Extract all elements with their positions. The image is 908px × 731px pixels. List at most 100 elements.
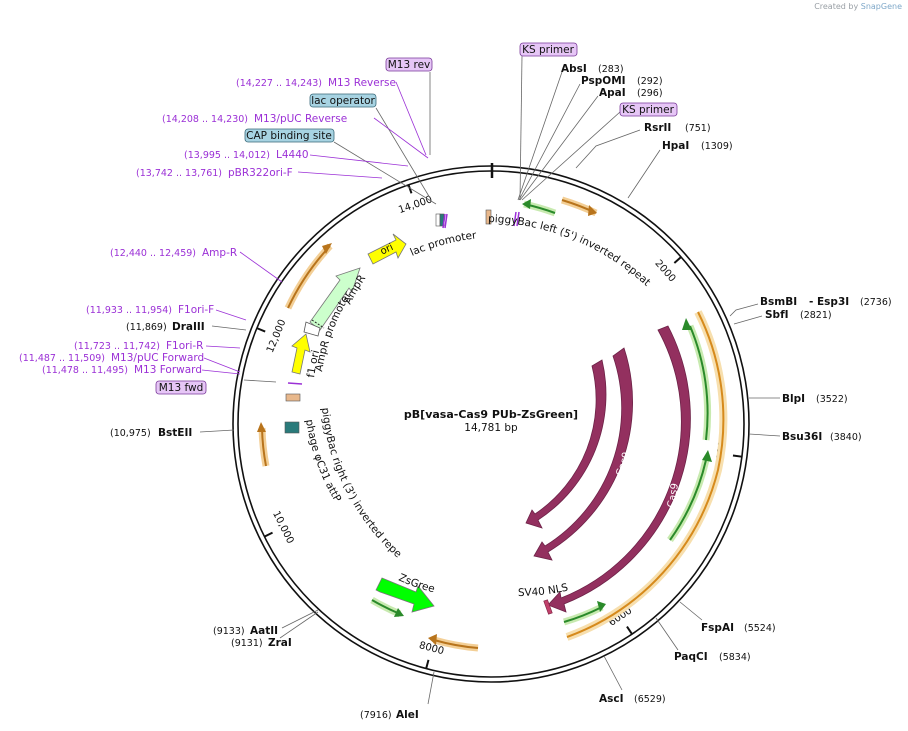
leader-paqci <box>655 617 679 651</box>
m13-fwd-box <box>155 380 207 395</box>
tick-mark <box>673 256 682 264</box>
enzyme-sbfi-pos: (2821) <box>800 310 832 321</box>
enzyme-hpai: HpaI <box>662 140 689 152</box>
tick-mark <box>626 626 633 635</box>
enzyme-alei-pos: (7916) <box>360 710 392 721</box>
orf-right-green-1 <box>689 325 709 441</box>
m13-fwd-label: M13 fwd <box>159 382 204 394</box>
leader-f1ori-f <box>215 309 247 321</box>
leader-hpai <box>627 149 661 199</box>
primer-mark-2 <box>444 213 448 229</box>
orf-top-1-head <box>588 205 597 216</box>
boxed-labels: M13 rev KS primer KS primer lac operator… <box>155 42 678 395</box>
leader-lines <box>199 55 781 705</box>
enzyme-paqci: PaqCI <box>674 651 708 663</box>
leader-m13puc-forward <box>203 357 241 373</box>
lac-promoter-label: lac promoter <box>408 229 477 258</box>
primer-labels: (14,227 .. 14,243) M13 Reverse (14,208 .… <box>19 77 396 376</box>
orf-arrows <box>257 196 728 652</box>
leader-lac-operator <box>375 107 431 199</box>
cas9-label-outer: Cas9 <box>666 482 681 508</box>
piggybac-left-label-path: piggyBac left (5') inverted repeat <box>488 213 653 289</box>
zsgreen-label-path: ZsGreen <box>0 0 436 595</box>
ori-label: ori <box>379 242 395 257</box>
enzyme-apai-pos: (296) <box>637 88 663 99</box>
primer-range-l4440: (13,995 .. 14,012) <box>184 150 270 161</box>
ks-primer-box-1 <box>519 42 578 57</box>
tick-mark <box>407 184 413 194</box>
leader-ks-primer-top <box>519 55 523 201</box>
ks-primer-label-2: KS primer <box>622 104 674 116</box>
leader-ks-primer-2 <box>521 111 621 201</box>
primer-mark-3 <box>513 211 517 227</box>
enzyme-sbfi: SbfI <box>765 309 789 321</box>
plasmid-size: 14,781 bp <box>464 422 518 434</box>
leader-aatii <box>281 609 319 629</box>
ampr-promoter-shape <box>303 321 321 337</box>
cas9-arrows: Cas9 Cas9 Cas9 <box>525 325 691 613</box>
piggybac-left-shape <box>485 209 492 225</box>
sv40-nls-shape <box>543 599 553 615</box>
leader-absi <box>517 71 563 201</box>
orf-right-green-2 <box>669 459 707 541</box>
primer-range-m13-reverse: (14,227 .. 14,243) <box>236 78 322 89</box>
leader-amp-r <box>239 251 283 283</box>
enzyme-paqci-pos: (5834) <box>719 652 751 663</box>
leader-bstEII <box>199 429 235 433</box>
piggybac-right-shape <box>285 393 301 402</box>
f1ori-arrow <box>291 333 311 375</box>
enzyme-rsrii-pos: (751) <box>685 123 711 134</box>
enzyme-fspai-pos: (5524) <box>744 623 776 634</box>
tick-mark <box>264 531 273 538</box>
leader-m13-forward <box>201 369 241 375</box>
orf-left-bottom-head <box>257 422 266 432</box>
ori-arrow <box>367 233 407 265</box>
leader-m13-reverse <box>395 81 427 156</box>
lac-promoter-shape <box>435 213 441 227</box>
orf-right-green-1-head <box>682 318 692 330</box>
primer-mark-1 <box>442 213 446 229</box>
leader-l4440 <box>309 154 409 167</box>
ks-primer-label-1: KS primer <box>522 44 574 56</box>
credit-prefix: Created by <box>814 2 859 11</box>
primer-range-pbr322ori: (13,742 .. 13,761) <box>136 168 222 179</box>
leader-fspai <box>679 601 703 621</box>
cap-binding-box <box>244 128 335 143</box>
enzyme-blpi: BlpI <box>782 393 805 405</box>
primer-range-f1ori-r: (11,723 .. 11,742) <box>74 341 160 352</box>
primer-name-l4440: L4440 <box>276 149 309 161</box>
enzyme-bsteii-pos: (10,975) <box>110 428 151 439</box>
primer-name-m13-reverse: M13 Reverse <box>328 77 396 89</box>
primer-leaders <box>201 81 429 375</box>
enzyme-asci-pos: (6529) <box>634 694 666 705</box>
enzyme-apai: ApaI <box>599 87 626 99</box>
leader-f1ori-r <box>205 345 241 349</box>
leader-bsmbi <box>729 303 759 317</box>
leader-rsrii <box>575 129 641 169</box>
leader-pbr322ori <box>297 171 383 179</box>
enzyme-fspai: FspAI <box>701 622 734 634</box>
lac-promoter-label-path: lac promoter <box>408 229 477 258</box>
cas9-arrow-inner <box>525 359 607 529</box>
primer-name-m13puc-forward: M13/pUC Forward <box>111 352 204 364</box>
enzyme-zrai-pos: (9131) <box>231 638 263 649</box>
orf-left-top-halo <box>284 243 333 310</box>
leader-alei <box>427 671 435 705</box>
zsgreen-arrow <box>375 577 435 613</box>
lac-operator-box <box>309 93 377 108</box>
orf-right-green-2-head <box>702 450 712 462</box>
primer-name-m13puc-reverse: M13/pUC Reverse <box>254 113 347 125</box>
tick-label: 12,000 <box>265 318 288 355</box>
orf-left-top-head <box>322 243 332 254</box>
feature-shapes: ori <box>284 209 553 615</box>
primer-mark-4 <box>516 211 520 227</box>
lac-operator-label: lac operator <box>311 95 375 107</box>
enzyme-aatii: AatII <box>250 625 278 637</box>
primer-name-amp-r: Amp-R <box>202 247 237 259</box>
ks-primer-box-2 <box>619 102 678 117</box>
tick-mark <box>425 659 430 669</box>
ampr-dash <box>311 319 325 329</box>
tick-mark <box>732 454 743 458</box>
enzyme-hpai-pos: (1309) <box>701 141 733 152</box>
enzyme-alei: AleI <box>396 709 419 721</box>
